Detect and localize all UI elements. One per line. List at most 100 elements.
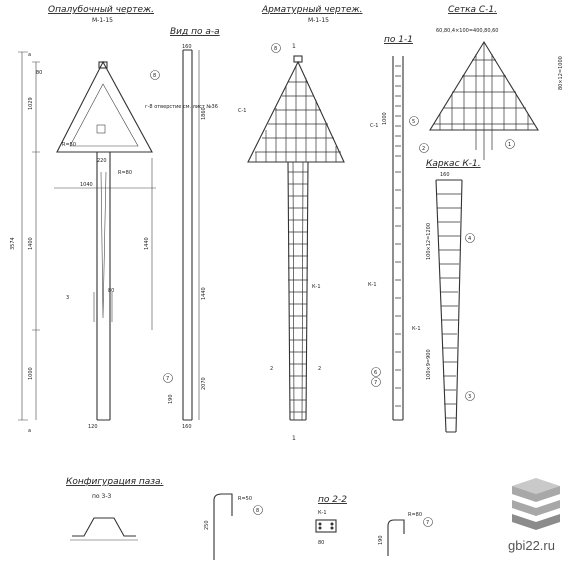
section-22-k1: К-1	[318, 510, 327, 516]
bar8-shape	[213, 493, 233, 560]
section-33-title: по 3-3	[92, 493, 111, 500]
section-22-bar-2	[330, 522, 334, 526]
rebar-triangle-vbars	[255, 66, 337, 162]
mesh-title: Сетка С-1.	[448, 5, 497, 15]
mesh-callout-1: 1	[508, 142, 511, 148]
logo-slab-top-sides	[512, 486, 560, 502]
logo-slab-middle	[512, 500, 560, 516]
formwork-triangle-inner	[69, 83, 139, 147]
rebar-title: Арматурный чертеж.	[261, 5, 362, 15]
dim-80-top: 80	[36, 70, 42, 76]
cage-callout-4-circle	[465, 233, 475, 243]
cut-a-label: а	[28, 52, 31, 58]
rebar-post-inner	[292, 161, 304, 421]
cut-1-bottom: 1	[292, 435, 296, 442]
rebar-top-loop	[293, 55, 303, 63]
bar7-callout: 7	[426, 520, 429, 526]
rebar-post-stirrups	[288, 171, 308, 413]
formwork-triangle-outer	[56, 60, 153, 153]
formwork-title: Опалубочный чертеж.	[48, 5, 154, 15]
rebar-callout-8-circle	[271, 43, 281, 53]
bar8-dim: 250	[204, 520, 210, 530]
bar7-callout-circle	[423, 517, 433, 527]
dim-190: 190	[168, 394, 174, 404]
section-11-callout-7-circle	[371, 377, 381, 387]
label-k1: К-1	[312, 284, 321, 290]
dim-80-groove: 80	[108, 288, 114, 294]
config-title: Конфигурация паза.	[66, 477, 163, 487]
mesh-c1: Сетка С-1. 60,80,4×100=400,80,60 80×12=1…	[409, 5, 564, 160]
dim-160-top: 160	[182, 44, 192, 50]
dim-1440: 1440	[144, 237, 150, 250]
r50-label: R=50	[62, 142, 76, 148]
section-11-callout-7: 7	[374, 380, 377, 386]
mesh-vbars	[439, 42, 529, 160]
callout-7-circle	[163, 373, 173, 383]
cage-dim-180: 160	[440, 172, 450, 178]
view-aa: Вид по а-а 8 7 1860 1440 2070 160 160 19…	[150, 27, 220, 430]
site-logo	[512, 478, 560, 530]
mesh-dim-top: 60,80,4×100=400,80,60	[436, 28, 498, 34]
section-22-bar-1	[318, 522, 322, 526]
cut-2-right: 2	[318, 366, 321, 372]
label-c1-mesh: С-1	[238, 108, 246, 114]
bar8-detail: 8 R=50 250	[204, 493, 263, 560]
cage-title: Каркас К-1.	[426, 159, 481, 169]
bar8-callout-circle	[253, 505, 263, 515]
dim-1000: 1000	[28, 367, 34, 380]
dim-1860: 1860	[201, 107, 207, 120]
cut-1-top: 1	[292, 43, 296, 50]
section-11-label-c1: С-1	[370, 123, 378, 129]
groove-profile	[72, 517, 136, 537]
cage-stirrups	[437, 193, 461, 419]
cut-3-label: 3	[66, 295, 69, 301]
groove-config: Конфигурация паза. по 3-3	[66, 477, 163, 541]
cage-callout-4: 4	[468, 236, 471, 242]
section-11-post	[392, 56, 404, 421]
mesh-callout-2-circle	[419, 143, 429, 153]
formwork-mark: М-1-15	[92, 17, 113, 24]
section-11-title: по 1-1	[384, 35, 413, 45]
formwork-drawing: Опалубочный чертеж. М-1-15 а а 3574 1029…	[10, 5, 218, 434]
dim-160-bottom: 160	[182, 424, 192, 430]
callout-8: 8	[153, 73, 156, 79]
rebar-callout-8: 8	[274, 46, 277, 52]
cut-a-label-bottom: а	[28, 428, 31, 434]
dim-1400: 1400	[28, 237, 34, 250]
bar7-dim: 190	[378, 535, 384, 545]
rebar-mark: М-1-15	[308, 17, 329, 24]
rebar-triangle-hbars	[255, 81, 341, 153]
note-loop: г-8 отверстие см. лист №36	[145, 104, 218, 110]
bar7-detail: 7 R=80 190	[378, 512, 433, 556]
mesh-callout-5: 5	[412, 119, 415, 125]
formwork-top-loop	[98, 61, 108, 69]
bar8-radius: R=50	[238, 496, 252, 502]
formwork-center-hole	[96, 124, 106, 134]
section-11-callout-6: 6	[374, 370, 377, 376]
dim-120-bottom: 120	[88, 424, 98, 430]
dim-1440-side: 1440	[201, 287, 207, 300]
section-2-2: по 2-2 80 К-1	[315, 495, 347, 546]
cage-k1: Каркас К-1. 100×12=1200 100×9=900 4 3 К-…	[412, 159, 481, 433]
cut-2-left: 2	[270, 366, 273, 372]
dim-2070: 2070	[201, 377, 207, 390]
bar8-callout: 8	[256, 508, 259, 514]
mesh-dim-side: 80×12=1000	[558, 56, 564, 90]
formwork-groove	[100, 171, 107, 319]
section-11-label-k1: К-1	[368, 282, 377, 288]
section-11-dim-1000: 1000	[382, 112, 388, 125]
cage-dim-b: 100×9=900	[426, 349, 432, 380]
formwork-section-marks	[93, 292, 113, 322]
cage-dim-a: 100×12=1200	[426, 223, 432, 260]
bar7-shape	[387, 519, 405, 556]
dim-1029: 1029	[28, 97, 34, 110]
rebar-post-cage	[287, 161, 309, 421]
bar7-radius: R=80	[408, 512, 422, 518]
dim-220: 220	[97, 158, 107, 164]
view-aa-post	[182, 49, 193, 421]
callout-8-circle	[150, 70, 160, 80]
formwork-post	[96, 152, 111, 421]
dim-total-height	[18, 51, 28, 421]
mesh-callout-5-circle	[409, 116, 419, 126]
